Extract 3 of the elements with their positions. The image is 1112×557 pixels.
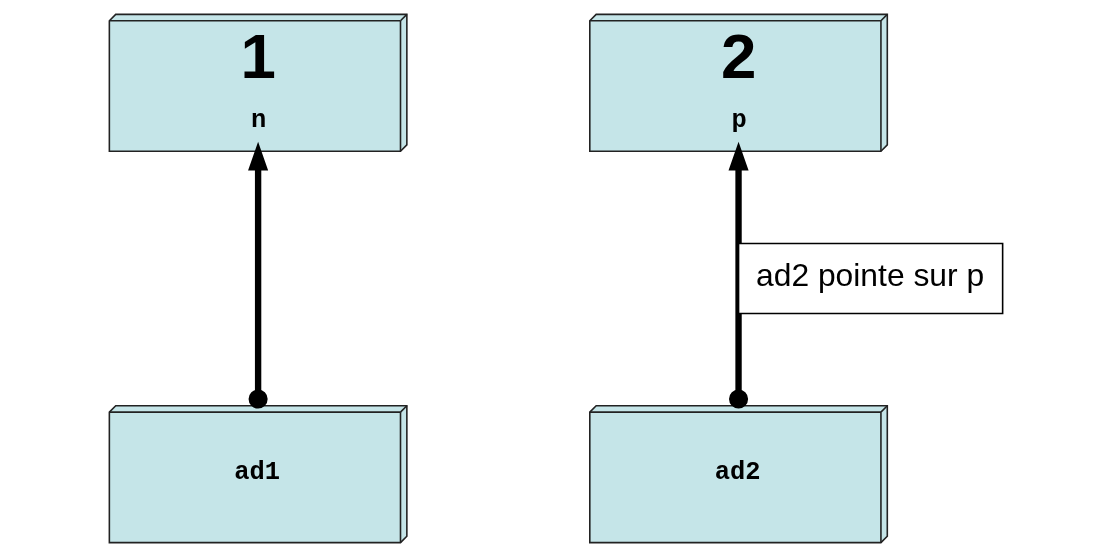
arrow (248, 141, 269, 409)
arrow (728, 141, 749, 409)
edge-label: ad2 pointe sur p (756, 257, 985, 294)
